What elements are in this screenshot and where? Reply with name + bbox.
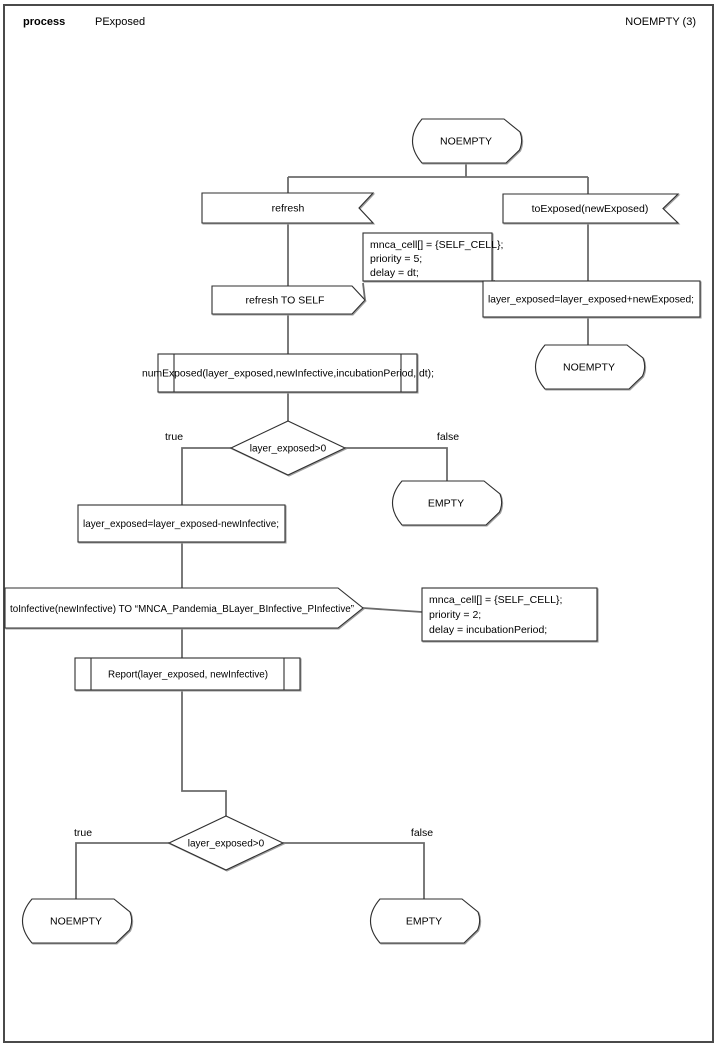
- decision-diamond[interactable]: [229, 420, 347, 476]
- note-line: delay = dt;: [370, 267, 419, 279]
- connector-true-branch: [181, 447, 231, 505]
- action-rect[interactable]: [77, 504, 286, 543]
- page-title: PExposed: [95, 16, 145, 28]
- decision-layer-exposed-1[interactable]: layer_exposed>0: [229, 420, 347, 476]
- state-empty-mid[interactable]: EMPTY: [391, 480, 503, 526]
- state-label: EMPTY: [428, 498, 464, 510]
- page-border: [3, 4, 714, 1043]
- connectors: [75, 163, 589, 899]
- header-kind-label: process: [23, 16, 65, 28]
- branch-label-false: false: [411, 827, 433, 839]
- note-rect[interactable]: [362, 232, 493, 282]
- procedure-label: Report(layer_exposed, newInfective): [108, 669, 268, 681]
- connector-true-branch: [75, 842, 169, 899]
- state-noempty-top[interactable]: NOEMPTY: [411, 118, 523, 164]
- signal-label: toExposed(newExposed): [532, 203, 649, 215]
- procedure-num-exposed[interactable]: numExposed(layer_exposed,newInfective,in…: [142, 353, 434, 393]
- connector-false-branch: [345, 447, 448, 481]
- output-signal-to-infective[interactable]: toInfective(newInfective) TO “MNCA_Pande…: [4, 587, 364, 629]
- note-link: [362, 607, 423, 613]
- note-line: priority = 2;: [429, 609, 481, 621]
- state-label: NOEMPTY: [440, 136, 492, 148]
- state-label: NOEMPTY: [50, 916, 102, 928]
- note-rect[interactable]: [421, 587, 598, 642]
- procedure-label: numExposed(layer_exposed,newInfective,in…: [142, 368, 434, 380]
- state-empty-bottom[interactable]: EMPTY: [369, 898, 481, 944]
- output-signal-refresh-to-self[interactable]: refresh TO SELF: [211, 285, 366, 315]
- connector-false-branch: [283, 842, 425, 899]
- decision-diamond[interactable]: [167, 815, 285, 871]
- send-signal-shape[interactable]: [211, 285, 366, 315]
- note-box-mnca-priority2[interactable]: mnca_cell[] = {SELF_CELL}; priority = 2;…: [421, 587, 598, 642]
- action-add-exposed[interactable]: layer_exposed=layer_exposed+newExposed;: [482, 280, 701, 318]
- decision-layer-exposed-2[interactable]: layer_exposed>0: [167, 815, 285, 871]
- branch-label-true: true: [74, 827, 92, 839]
- procedure-report[interactable]: Report(layer_exposed, newInfective): [74, 657, 301, 691]
- note-box-mnca-priority5[interactable]: mnca_cell[] = {SELF_CELL}; priority = 5;…: [362, 232, 503, 282]
- procedure-rect[interactable]: [157, 353, 418, 393]
- action-label: layer_exposed=layer_exposed-newInfective…: [83, 518, 279, 530]
- branch-label-true: true: [165, 431, 183, 443]
- decision-label: layer_exposed>0: [250, 444, 327, 455]
- action-subtract-infective[interactable]: layer_exposed=layer_exposed-newInfective…: [77, 504, 286, 543]
- note-line: delay = incubationPeriod;: [429, 624, 547, 636]
- state-noempty-bottom[interactable]: NOEMPTY: [21, 898, 133, 944]
- receive-signal-shape[interactable]: [201, 192, 375, 224]
- input-signal-refresh[interactable]: refresh: [201, 192, 375, 224]
- header-state-ref: NOEMPTY (3): [625, 16, 696, 28]
- note-line: mnca_cell[] = {SELF_CELL};: [370, 239, 503, 251]
- note-line: priority = 5;: [370, 253, 422, 265]
- signal-label: refresh TO SELF: [246, 295, 325, 307]
- connector: [181, 690, 227, 816]
- receive-signal-shape[interactable]: [502, 193, 680, 224]
- state-noempty-right[interactable]: NOEMPTY: [534, 344, 646, 390]
- input-signal-to-exposed[interactable]: toExposed(newExposed): [502, 193, 680, 224]
- note-line: mnca_cell[] = {SELF_CELL};: [429, 594, 562, 606]
- signal-label: refresh: [272, 203, 305, 215]
- procedure-rect[interactable]: [74, 657, 301, 691]
- action-label: layer_exposed=layer_exposed+newExposed;: [488, 294, 694, 306]
- branch-label-false: false: [437, 431, 459, 443]
- note-link: [362, 282, 366, 301]
- send-signal-shape[interactable]: [4, 587, 364, 629]
- decision-label: layer_exposed>0: [188, 839, 265, 850]
- state-label: NOEMPTY: [563, 362, 615, 374]
- signal-label: toInfective(newInfective) TO “MNCA_Pande…: [10, 604, 354, 615]
- state-label: EMPTY: [406, 916, 442, 928]
- action-rect[interactable]: [482, 280, 701, 318]
